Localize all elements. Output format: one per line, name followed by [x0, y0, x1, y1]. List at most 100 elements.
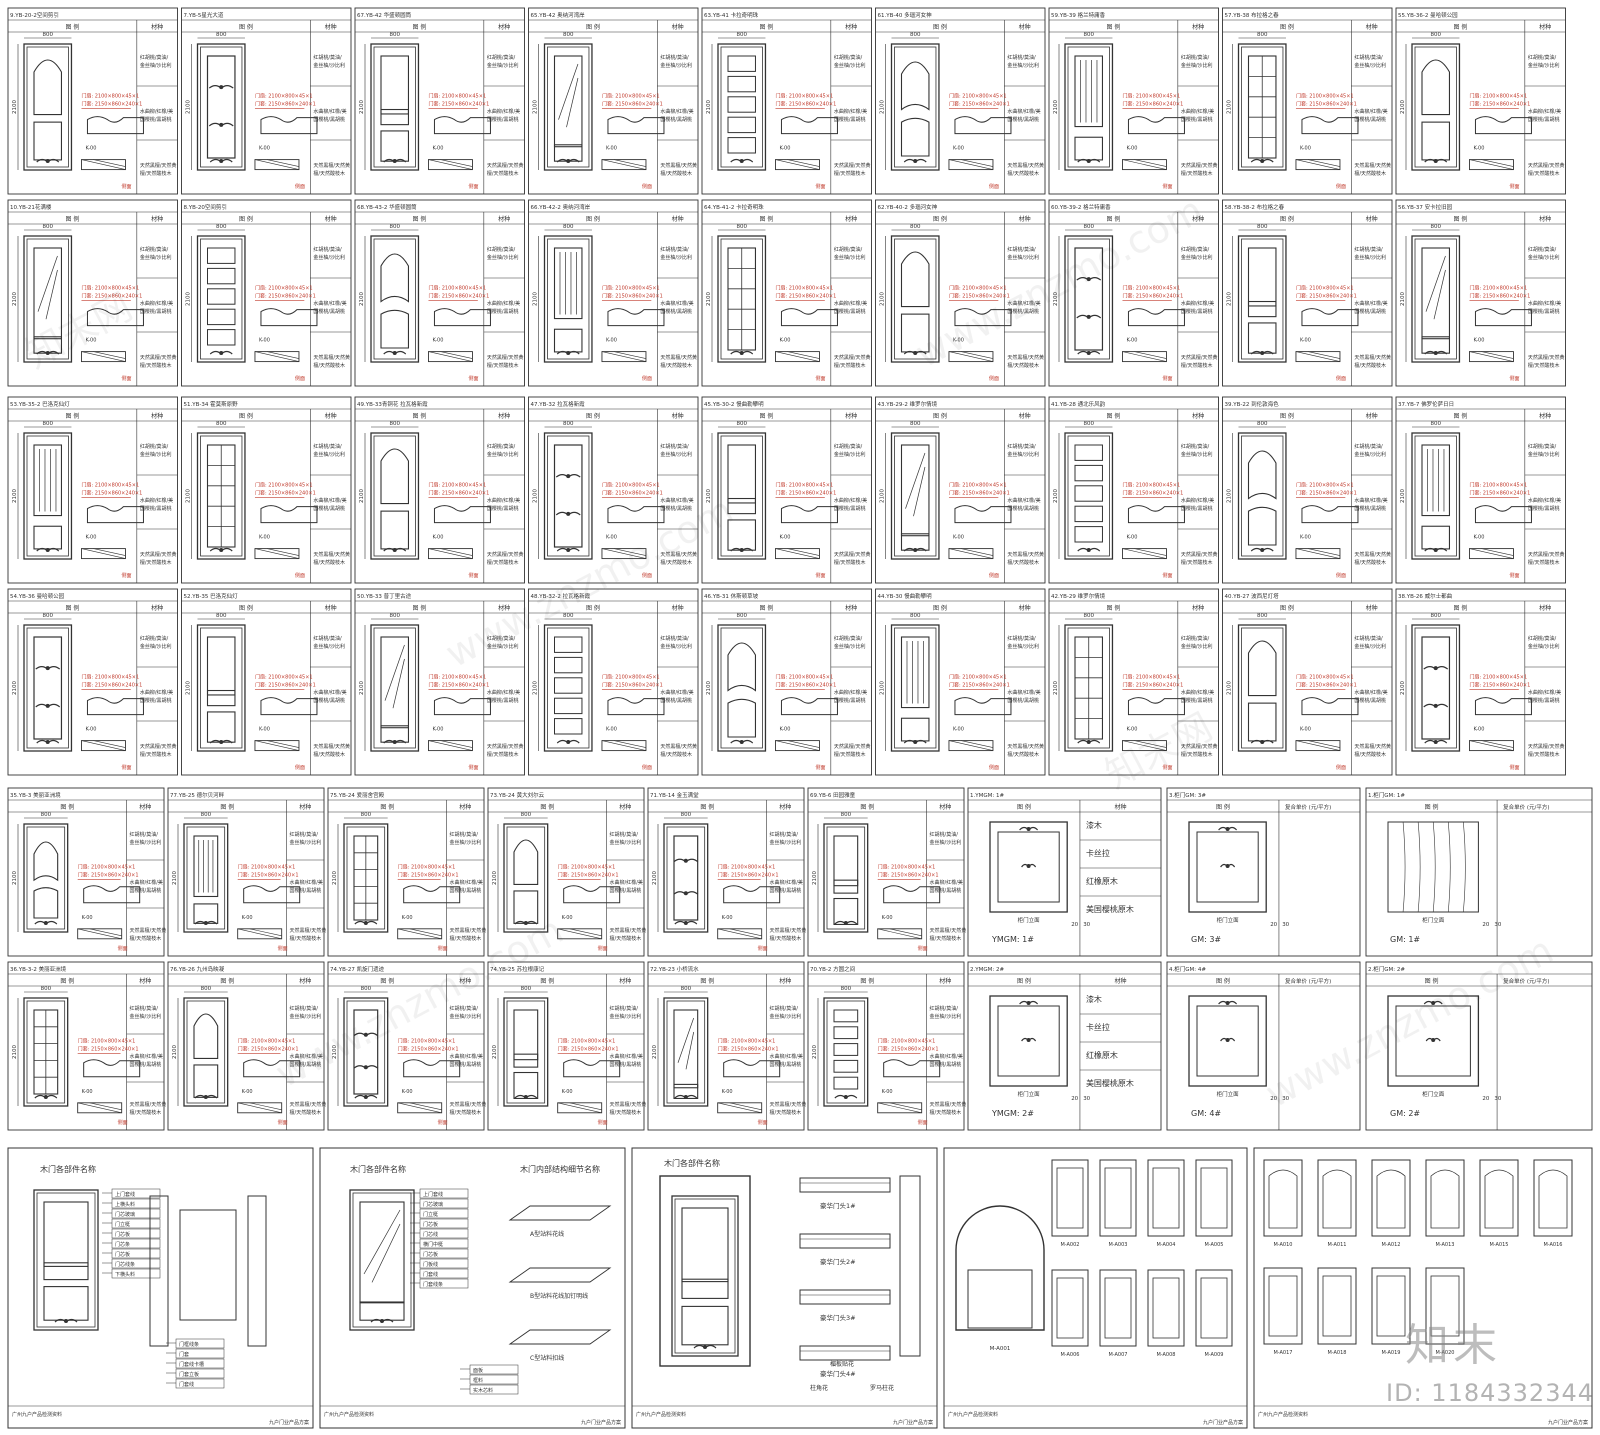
door-inner-outline	[1241, 238, 1284, 360]
door-size-note: 门扇: 2100×800×45×1	[878, 1038, 936, 1045]
section-hatch	[569, 928, 602, 937]
spec-material-label: 红胡桃/莫油/	[1181, 246, 1210, 253]
spec-header-legend: 图 例	[700, 977, 714, 985]
door-head-moulding	[799, 1233, 891, 1249]
spec-header-legend: 图 例	[540, 977, 554, 985]
spec-material-label: 檀/天然酸枝木	[660, 559, 692, 566]
catalog-panel	[1317, 1159, 1357, 1237]
spec-cell-border	[487, 961, 645, 1131]
section-label: 侧面	[121, 572, 131, 579]
door-inner-outline	[674, 1198, 736, 1354]
profile-code: K-00	[1126, 535, 1137, 541]
door-inner-outline	[826, 826, 866, 930]
spec-material-label: 红胡桃/莫油/	[660, 246, 689, 253]
spec-cell-border	[327, 787, 485, 957]
wood-grain	[1463, 821, 1466, 913]
door-inner-outline	[26, 826, 66, 930]
door-inner-outline	[1414, 46, 1457, 168]
spec-material-label: 水曲柳/红橡/美	[834, 108, 867, 115]
parts-title: 木门各部件名称	[350, 1164, 406, 1174]
wood-grain	[1402, 821, 1406, 913]
spec-material-label: 天然黑檀/天然黄	[1354, 354, 1391, 361]
door-outline	[370, 43, 420, 171]
door-outline	[890, 432, 940, 560]
spec-material-label: 天然黑檀/天然黄	[660, 743, 697, 750]
section-hatch	[787, 159, 820, 167]
spec-cell-title: 44.YB-30 慢曲勒攀明	[878, 592, 933, 600]
cabinet-dim-b: 30	[1494, 1096, 1501, 1102]
section-hatch	[1134, 548, 1167, 556]
spec-cell-title: 77.YB-25 德尔贝河畔	[170, 791, 225, 799]
moulding-profile	[83, 1059, 141, 1078]
section-label: 侧面	[468, 572, 478, 579]
door-inner-outline	[506, 826, 546, 930]
spec-material-label: 国樱桃/黑胡桃	[834, 116, 866, 123]
door-mid-panel	[727, 497, 757, 515]
door-size-note: 门套: 2150×860×240×1	[81, 681, 142, 688]
spec-material-label: 红胡桃/莫油/	[1007, 246, 1036, 253]
dimension-width-label: 800	[216, 613, 227, 619]
door-single-panel	[553, 444, 583, 548]
dimension-height-label: 2100	[706, 100, 712, 114]
spec-material-label: 金丝柚/沙比利	[487, 254, 519, 261]
spec-material-label: 檀/天然酸枝木	[1181, 751, 1213, 758]
spec-header-material: 材种	[1192, 23, 1204, 31]
section-label: 侧面	[1336, 764, 1346, 771]
spec-cell-title: 65.YB-42 奥纳河湾岸	[531, 11, 586, 19]
moulding-profile	[780, 697, 838, 716]
spec-material-label: 金丝柚/沙比利	[610, 839, 642, 846]
moulding-profile	[954, 697, 1012, 716]
door-lower-panel	[553, 328, 583, 353]
spec-header-material: 材种	[325, 215, 337, 223]
door-size-note: 门扇: 2100×800×45×1	[255, 284, 313, 291]
spec-material-label: 天然黑檀/天然黄	[834, 162, 871, 169]
spec-cell-border	[7, 961, 165, 1131]
catalog-panel	[1147, 1159, 1185, 1237]
section-hatch	[254, 740, 300, 751]
spec-material-label: 檀/天然酸枝木	[834, 559, 866, 566]
spec-cell-border	[1395, 588, 1566, 776]
part-label: 面板	[473, 1367, 483, 1374]
spec-cell: 67.YB-42 华盛顿圆筒图 例材种红胡桃/莫油/金丝柚/沙比利水曲柳/红橡/…	[354, 7, 525, 195]
ornament-dot	[1086, 351, 1091, 355]
part-label-box	[111, 1228, 161, 1239]
spec-material-label: 红胡桃/莫油/	[290, 1005, 319, 1012]
spec-header-legend: 图 例	[1106, 23, 1120, 31]
dimension-height-label: 2100	[1400, 489, 1406, 503]
dimension-width-label: 800	[216, 421, 227, 427]
spec-cell: 36.YB-3-2 美丽亚洲境图 例材种红胡桃/莫油/金丝柚/沙比利水曲柳/红橡…	[7, 961, 166, 1131]
dimension-height-label: 2100	[1400, 681, 1406, 695]
spec-cell: 54.YB-36 曼哈顿公园图 例材种红胡桃/莫油/金丝柚/沙比利水曲柳/红橡/…	[7, 588, 178, 776]
section-hatch	[266, 159, 300, 167]
dimension-height-label: 2100	[172, 1045, 178, 1059]
ornament-dot	[683, 891, 688, 896]
spec-cell: 41.YB-28 通北乐风韵图 例材种红胡桃/莫油/金丝柚/沙比利水曲柳/红橡/…	[1048, 396, 1219, 584]
spec-cell-title: 68.YB-43-2 华盛顿圆筒	[357, 203, 417, 211]
door-inner-outline	[1067, 435, 1110, 557]
part-label-box	[111, 1218, 161, 1229]
spec-material-label: 国樱桃/黑胡桃	[140, 308, 172, 315]
dimension-height-label: 2100	[1053, 489, 1059, 503]
spec-material-label: 红胡桃/莫油/	[660, 443, 689, 450]
ornament-dot	[1433, 548, 1438, 552]
ornament-dot	[219, 351, 224, 355]
door-head-label: 豪华门头4#	[820, 1369, 856, 1378]
spec-cell: 71.YB-14 金玉满堂图 例材种红胡桃/莫油/金丝柚/沙比利水曲柳/红橡/美…	[647, 787, 806, 957]
spec-header-legend: 图 例	[239, 23, 253, 31]
dimension-width-label: 800	[1257, 613, 1268, 619]
spec-material-label: 水曲柳/红橡/美	[140, 300, 173, 307]
spec-material-label: 国樱桃/黑胡桃	[1354, 116, 1386, 123]
spec-cell: 8.YB-20空间剪引图 例材种红胡桃/莫油/金丝柚/沙比利水曲柳/红橡/美国樱…	[181, 199, 352, 387]
door-inner-outline	[666, 1000, 706, 1104]
spec-header-legend: 图 例	[759, 412, 773, 420]
spec-material-label: 国樱桃/黑胡桃	[140, 697, 172, 704]
dimension-height-label: 2100	[812, 871, 818, 885]
profile-code: K-00	[1473, 338, 1484, 344]
door-size-note: 门套: 2150×860×240×1	[78, 1046, 139, 1053]
spec-material-label: 檀/天然酸枝木	[130, 1109, 162, 1116]
spec-material-label: 国樱桃/黑胡桃	[660, 308, 692, 315]
section-bar	[601, 740, 647, 752]
door-top-panel	[681, 1207, 729, 1283]
moulding-profile	[433, 116, 491, 135]
spec-material-label: 天然黑檀/天然黄	[290, 1101, 327, 1108]
